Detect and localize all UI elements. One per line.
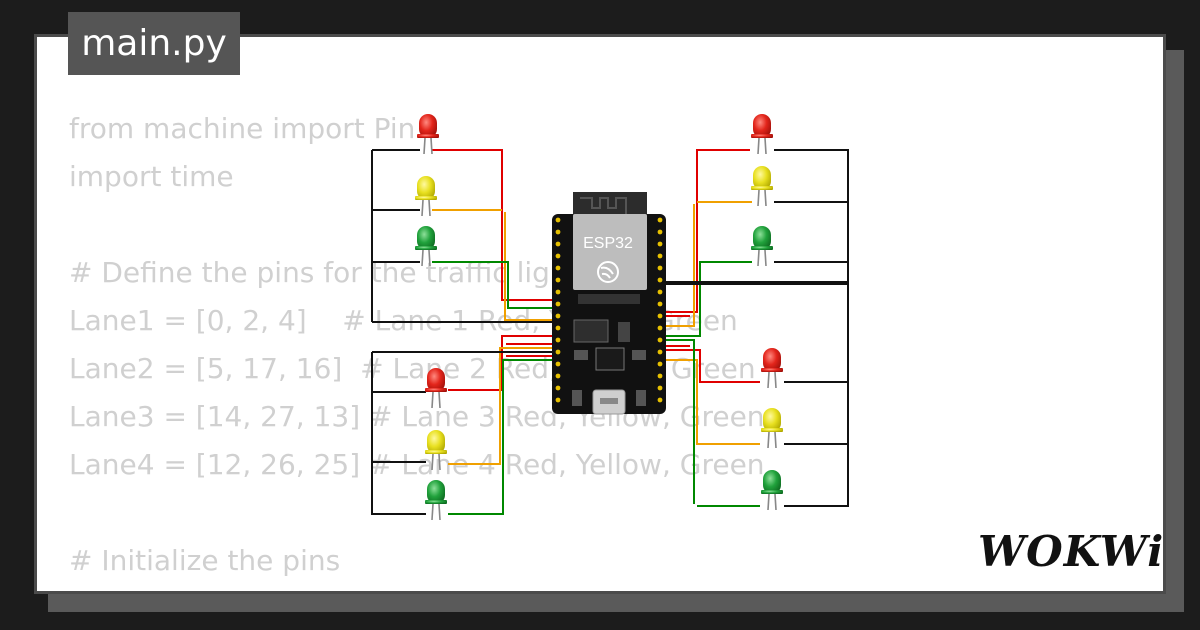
- wire-red: [664, 149, 750, 313]
- left-wires: [371, 149, 556, 515]
- led-yellow-lane2[interactable]: [424, 429, 448, 471]
- wire-yellow: [448, 347, 556, 465]
- wokwi-logo[interactable]: WOKWi: [978, 527, 1165, 576]
- wire-green: [432, 261, 556, 309]
- esp32-logo-icon: [597, 261, 619, 283]
- esp32-board[interactable]: ESP32: [552, 192, 666, 415]
- led-green-lane3[interactable]: [750, 225, 774, 267]
- rf-shield: [573, 214, 647, 290]
- code-line-1: from machine import Pin: [69, 112, 416, 145]
- wire-yellow: [664, 204, 695, 327]
- led-red-lane3[interactable]: [750, 113, 774, 155]
- wire-gnd: [664, 283, 849, 507]
- wire-green: [448, 359, 556, 515]
- led-red-lane4[interactable]: [760, 347, 784, 389]
- right-wires: [664, 149, 849, 507]
- led-green-lane4[interactable]: [760, 469, 784, 511]
- led-red-lane1[interactable]: [416, 113, 440, 155]
- led-yellow-lane4[interactable]: [760, 407, 784, 449]
- led-red-lane2[interactable]: [424, 367, 448, 409]
- led-green-lane1[interactable]: [414, 225, 438, 267]
- wire-gnd: [371, 351, 556, 515]
- wire-yellow: [504, 212, 556, 321]
- wire-yellow: [664, 359, 760, 445]
- wire-gnd: [664, 149, 849, 283]
- wire-red: [432, 149, 556, 301]
- wire-gnd: [371, 149, 420, 322]
- wire-green: [664, 339, 695, 504]
- wire-green: [664, 261, 752, 337]
- wire-red: [664, 349, 760, 383]
- file-tab[interactable]: main.py: [68, 12, 240, 75]
- wire-red: [506, 343, 556, 357]
- board-label: ESP32: [583, 235, 633, 252]
- code-line-10: # Initialize the pins: [69, 544, 341, 577]
- code-line-2: import time: [69, 160, 234, 193]
- led-yellow-lane3[interactable]: [750, 165, 774, 207]
- led-green-lane2[interactable]: [424, 479, 448, 521]
- header-pins: [555, 217, 663, 403]
- wire-red: [664, 315, 690, 347]
